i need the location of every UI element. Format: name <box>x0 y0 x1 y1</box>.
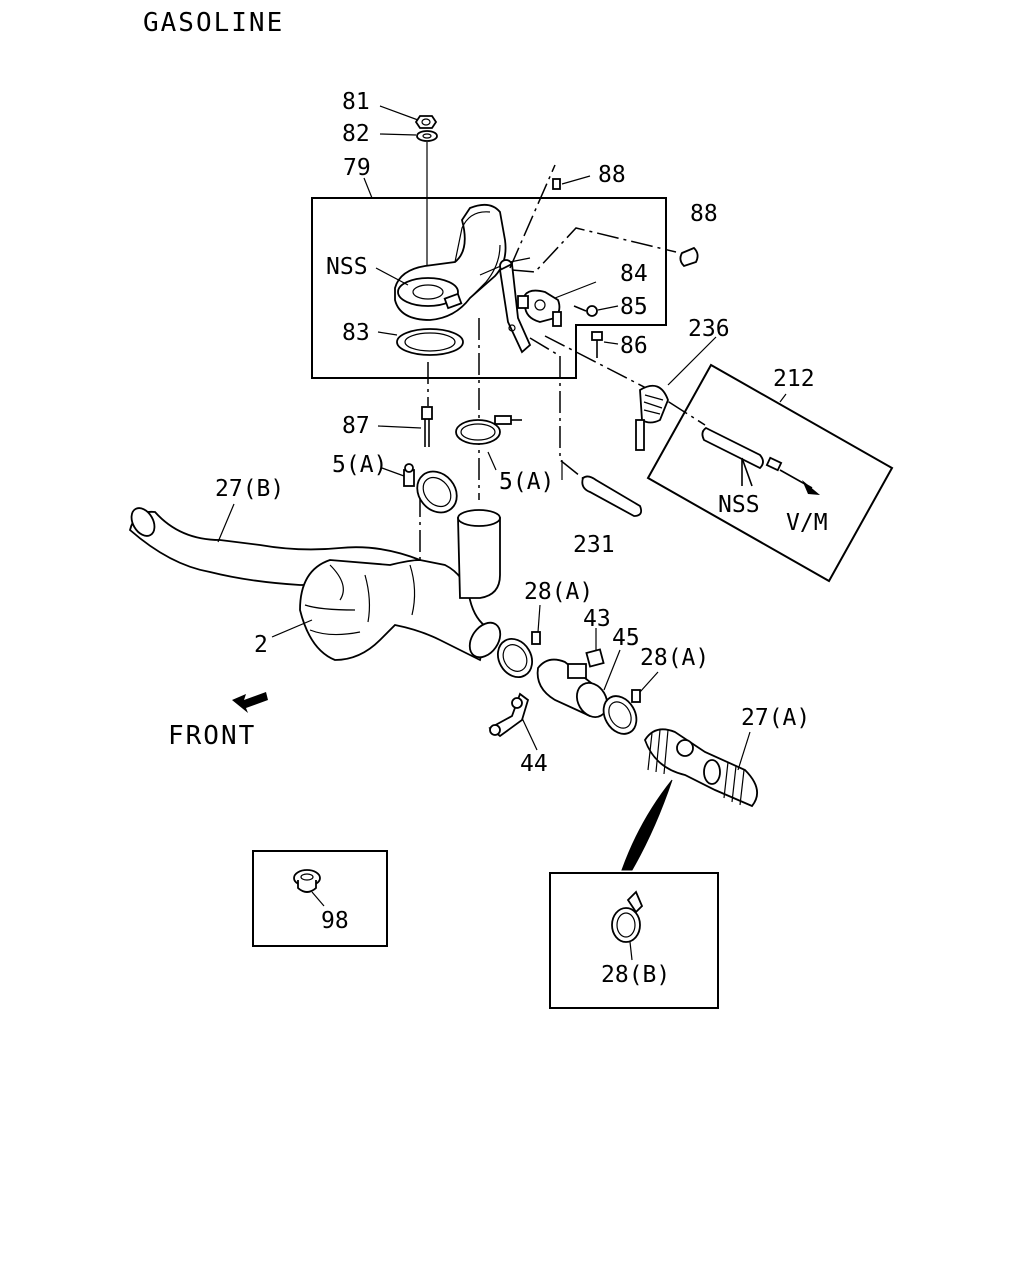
callout-arrow <box>621 779 673 871</box>
label-212: 212 <box>773 366 815 392</box>
bolt-86 <box>591 331 603 358</box>
clamp-5a-lower <box>403 463 458 514</box>
cap-88-large <box>679 246 699 268</box>
label-88-right: 88 <box>690 201 718 227</box>
label-86: 86 <box>620 333 648 359</box>
clamp-28a-left <box>497 631 541 678</box>
tube-212 <box>701 426 783 472</box>
label-44: 44 <box>520 751 548 777</box>
label-81: 81 <box>342 89 370 115</box>
throttle-body <box>394 203 531 321</box>
front-arrow-icon <box>232 692 268 713</box>
label-45: 45 <box>612 625 640 651</box>
hose-27a <box>644 728 759 808</box>
diagram-title: GASOLINE <box>143 8 284 38</box>
clamp-5a-upper <box>455 415 522 445</box>
clamp-28a-right <box>602 689 641 735</box>
clamp-236 <box>635 384 669 451</box>
washer-82 <box>416 130 438 142</box>
inset-box-28b <box>549 872 719 1009</box>
air-duct-2 <box>299 509 502 662</box>
label-83: 83 <box>342 320 370 346</box>
label-28a-left: 28(A) <box>524 579 593 605</box>
sensor-84 <box>517 289 562 327</box>
label-5a-left: 5(A) <box>332 452 387 478</box>
label-28a-right: 28(A) <box>640 645 709 671</box>
clamp-28b <box>611 890 644 943</box>
cap-88-small <box>552 178 561 190</box>
pipe-231 <box>581 475 643 517</box>
label-nss-throttle: NSS <box>326 254 368 280</box>
bracket-44 <box>488 692 530 738</box>
label-88-top: 88 <box>598 162 626 188</box>
label-5a-right: 5(A) <box>499 469 554 495</box>
label-84: 84 <box>620 261 648 287</box>
label-79: 79 <box>343 155 371 181</box>
label-43: 43 <box>583 606 611 632</box>
gasket-83 <box>396 328 464 356</box>
label-231: 231 <box>573 532 615 558</box>
bolt-43 <box>585 648 605 668</box>
label-87: 87 <box>342 413 370 439</box>
label-98: 98 <box>321 908 349 934</box>
label-85: 85 <box>620 294 648 320</box>
label-27a: 27(A) <box>741 705 810 731</box>
label-82: 82 <box>342 121 370 147</box>
nut-81 <box>414 115 438 129</box>
leader-lines <box>217 105 787 961</box>
box-212 <box>646 363 894 583</box>
label-vm: V/M <box>786 510 828 536</box>
stud-87 <box>421 406 433 447</box>
assembly-box-79 <box>311 197 667 379</box>
front-label: FRONT <box>168 721 256 751</box>
label-2: 2 <box>254 632 268 658</box>
grommet-98 <box>293 869 321 893</box>
label-28b: 28(B) <box>601 962 670 988</box>
pipe-45 <box>536 658 608 718</box>
label-236: 236 <box>688 316 730 342</box>
bolt-85 <box>573 305 598 317</box>
label-27b: 27(B) <box>215 476 284 502</box>
inset-box-98 <box>252 850 388 947</box>
label-nss-vm: NSS <box>718 492 760 518</box>
